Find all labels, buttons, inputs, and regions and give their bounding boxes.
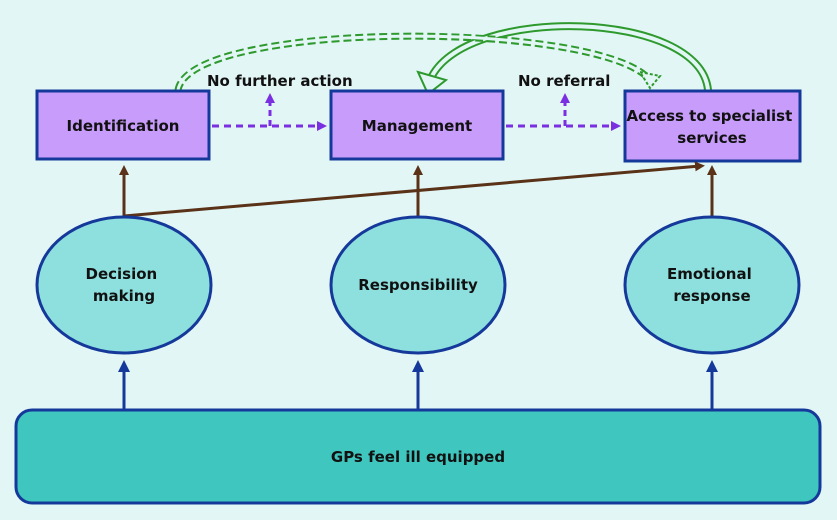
node-responsibility: Responsibility	[329, 215, 507, 355]
node-decision-making-label-line-2: making	[93, 287, 155, 305]
node-management: Management	[329, 89, 505, 161]
node-decision-making-label: Decision making	[86, 265, 163, 305]
node-access-label: Access to specialist services	[627, 107, 798, 147]
node-identification: Identification	[35, 89, 211, 161]
node-base-label: GPs feel ill equipped	[331, 448, 505, 466]
edge-label-no-referral: No referral	[518, 72, 610, 90]
node-emotional-response-label-line-1: Emotional	[667, 265, 752, 283]
node-emotional-response-label: Emotional response	[667, 265, 757, 305]
node-gps-feel-ill-equipped: GPs feel ill equipped	[14, 408, 822, 505]
node-access-label-line-2: services	[677, 129, 746, 147]
node-emotional-response: Emotional response	[623, 215, 801, 355]
node-emotional-response-label-line-2: response	[673, 287, 750, 305]
feedback-arrow-access-to-management	[416, 22, 712, 96]
node-decision-making-label-line-1: Decision	[86, 265, 158, 283]
edge-label-no-further-action: No further action	[207, 72, 353, 90]
influence-arrow-decision-to-access	[123, 161, 705, 218]
node-access-label-line-1: Access to specialist	[627, 107, 793, 125]
feedback-arrow-identification-to-access	[174, 32, 662, 92]
node-decision-making: Decision making	[35, 215, 213, 355]
node-responsibility-label: Responsibility	[358, 276, 478, 294]
node-management-label: Management	[362, 117, 472, 135]
node-identification-label: Identification	[67, 117, 180, 135]
node-access-specialist-services: Access to specialist services	[623, 89, 802, 163]
